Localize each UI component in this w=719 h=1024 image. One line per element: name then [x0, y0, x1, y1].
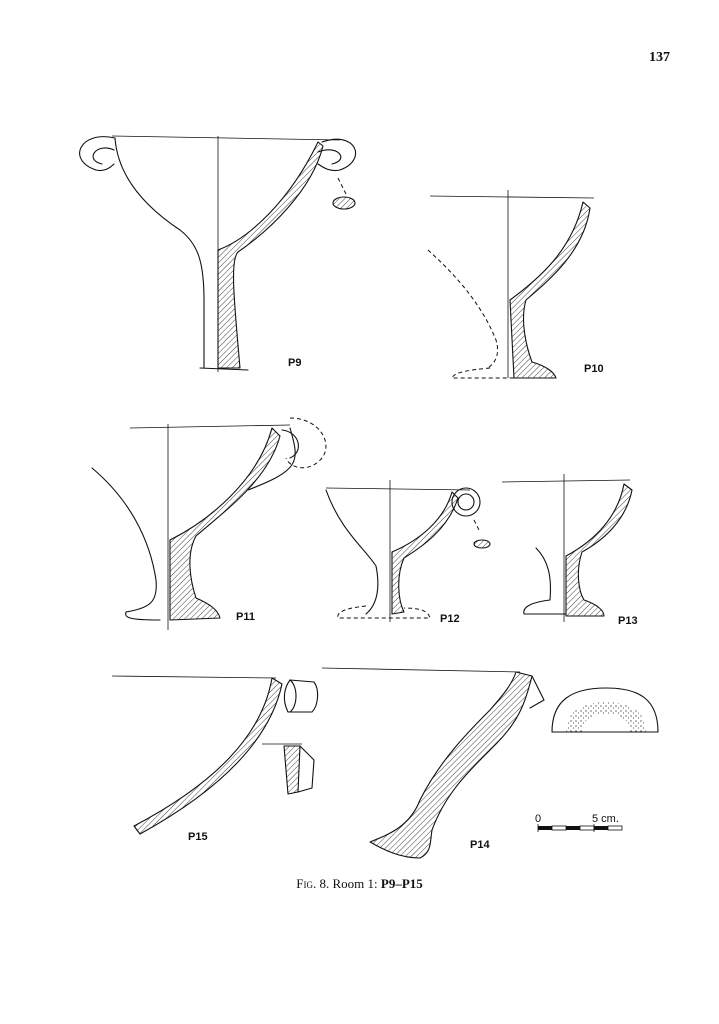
- label-p15: P15: [188, 831, 208, 843]
- vessel-p14-drawing: P14: [321, 667, 545, 859]
- label-p9: P9: [288, 357, 301, 369]
- label-p10: P10: [584, 363, 604, 375]
- label-p14: P14: [470, 839, 490, 851]
- vessel-p9-drawing: P9: [79, 135, 357, 372]
- scale-end-label: 5 cm.: [592, 813, 619, 825]
- vessel-p15-drawing: P15: [111, 675, 319, 843]
- caption-text: Room 1:: [332, 876, 378, 891]
- figure-caption: Fig. 8. Room 1: P9–P15: [0, 876, 719, 892]
- base-fragment-drawing: [551, 687, 659, 733]
- scale-bar: 0 5 cm.: [535, 813, 623, 832]
- label-p13: P13: [618, 615, 638, 627]
- vessel-p12-drawing: P12: [325, 480, 491, 625]
- vessel-p11-drawing: P11: [91, 417, 327, 630]
- caption-prefix: Fig. 8.: [296, 876, 330, 891]
- vessel-p13-drawing: P13: [501, 474, 638, 627]
- page-number: 137: [649, 50, 670, 65]
- scale-start-label: 0: [535, 813, 541, 825]
- label-p11: P11: [236, 611, 255, 623]
- label-p12: P12: [440, 613, 460, 625]
- caption-ids: P9–P15: [380, 876, 423, 891]
- vessel-p10-drawing: P10: [427, 190, 604, 379]
